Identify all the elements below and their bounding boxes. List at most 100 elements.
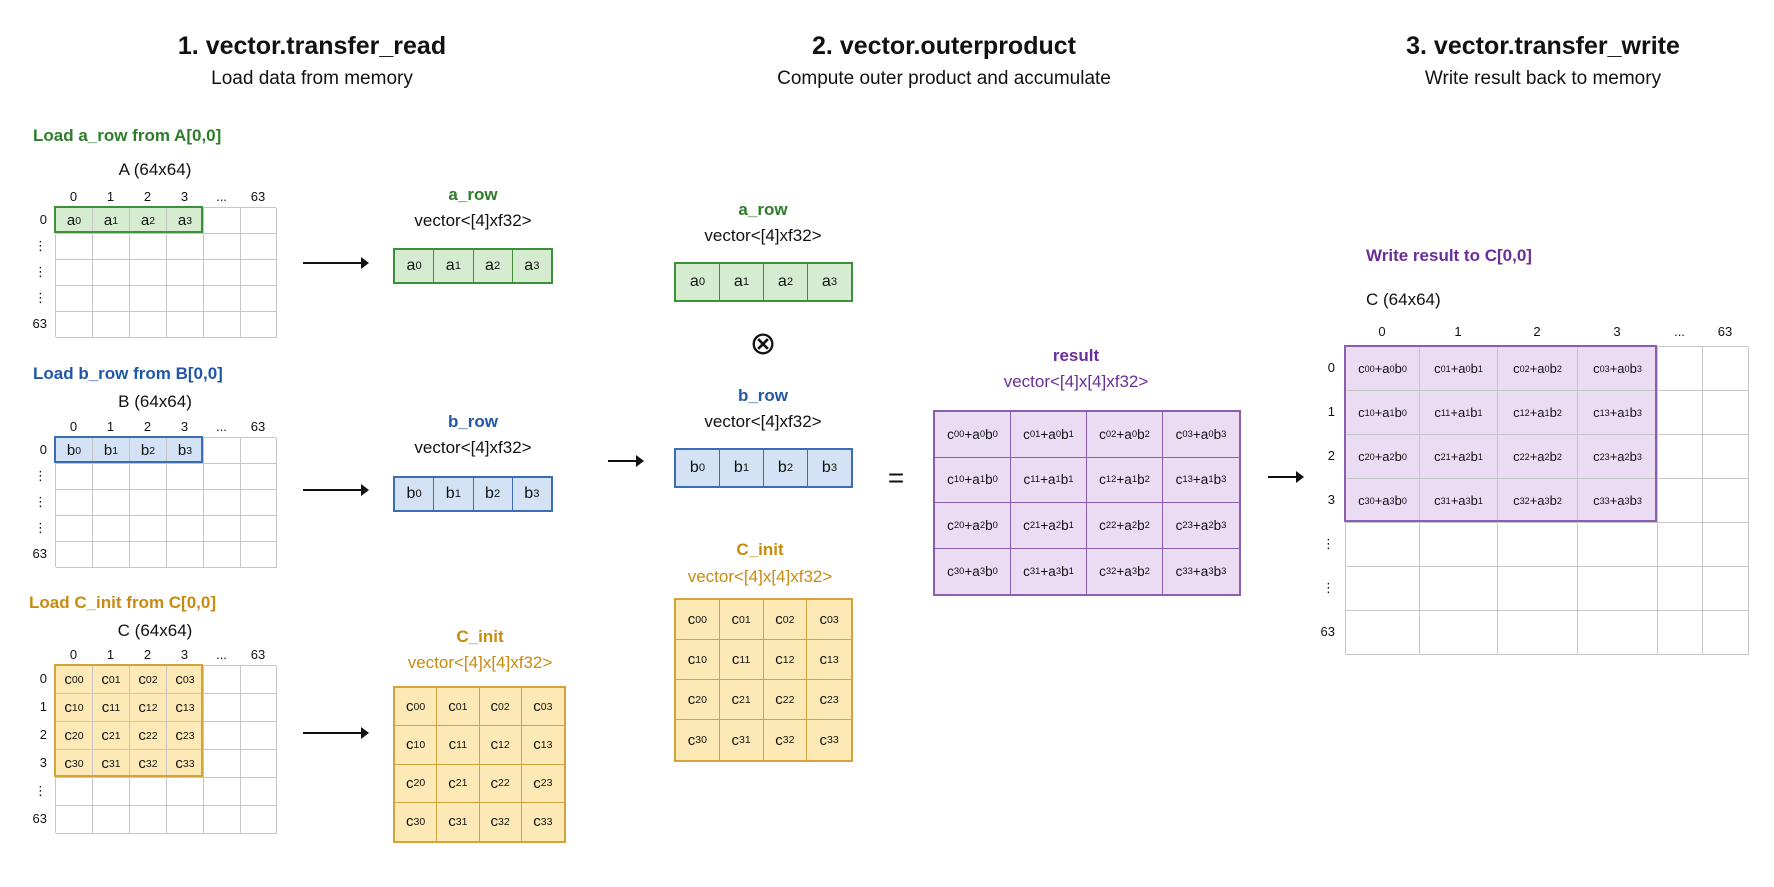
write-cell (1498, 611, 1578, 655)
matrix-a-cell (167, 286, 204, 312)
matrix-b-col-index: 63 (250, 419, 266, 434)
matrix-a-cell (56, 260, 93, 286)
matrix-b-cell (241, 438, 277, 464)
matrix-c-cell (167, 806, 204, 834)
write-cell (1703, 391, 1749, 435)
write-cell (1703, 611, 1749, 655)
op-c-name: C_init (736, 540, 784, 559)
result-type: vector<[4]x[4]xf32> (1003, 372, 1149, 391)
write-cell (1658, 391, 1703, 435)
matrix-b-cell (130, 542, 167, 568)
op-a-type: vector<[4]xf32> (704, 226, 822, 245)
matrix-c-cell (56, 806, 93, 834)
a-row-name: a_row (448, 185, 498, 204)
step1-title: 1. vector.transfer_read (177, 32, 447, 60)
matrix-c-cell (93, 778, 130, 806)
step3-title: 3. vector.transfer_write (1406, 32, 1680, 60)
write-cell (1703, 347, 1749, 391)
matrix-b-cell (204, 516, 241, 542)
matrix-b-col-index: 2 (143, 419, 152, 434)
matrix-b-cell (167, 490, 204, 516)
write-cell (1420, 611, 1498, 655)
b-row-type: vector<[4]xf32> (414, 438, 532, 457)
write-col-index: 1 (1454, 324, 1462, 339)
matrix-a-cell (241, 312, 277, 338)
write-col-index: 63 (1717, 324, 1733, 339)
matrix-c-cell (241, 694, 277, 722)
matrix-b-row-index: 0 (39, 442, 47, 457)
matrix-b-cell (93, 516, 130, 542)
matrix-b-cell (56, 464, 93, 490)
matrix-a-row-index: ⋮ (34, 238, 47, 253)
load-a-label: Load a_row from A[0,0] (33, 126, 222, 145)
matrix-a-cell (93, 234, 130, 260)
matrix-a-cell (167, 260, 204, 286)
write-row-index: 2 (1327, 448, 1335, 463)
matrix-c-row-index: 3 (39, 755, 47, 770)
b-row-name: b_row (447, 412, 499, 431)
load-b-label: Load b_row from B[0,0] (33, 364, 223, 383)
write-cell (1346, 523, 1420, 567)
matrix-b-cell (204, 542, 241, 568)
write-cell (1578, 611, 1658, 655)
matrix-a-cell (130, 260, 167, 286)
matrix-c-cell (204, 750, 241, 778)
matrix-c-row-index: ⋮ (34, 783, 47, 798)
step2-title: 2. vector.outerproduct (812, 32, 1076, 60)
matrix-a-row-index: ⋮ (34, 264, 47, 279)
write-cell (1658, 435, 1703, 479)
matrix-a-cell (204, 234, 241, 260)
matrix-a-highlight (54, 206, 203, 233)
arrow-b-icon (303, 484, 369, 496)
outer-product-icon: ⊗ (749, 325, 777, 361)
matrix-c-cell (241, 750, 277, 778)
matrix-b-cell (204, 490, 241, 516)
matrix-a-col-index: 1 (106, 189, 115, 204)
matrix-c-cell (130, 778, 167, 806)
write-cell (1658, 479, 1703, 523)
matrix-b-cell (167, 464, 204, 490)
